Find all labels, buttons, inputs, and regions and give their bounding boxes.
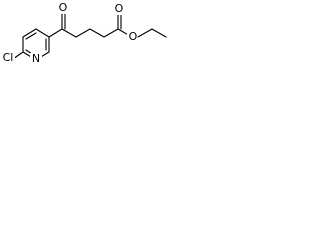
ring-bond-2 bbox=[22, 28, 37, 38]
ketone-oxygen-label: O bbox=[59, 1, 68, 14]
chain-bond-1 bbox=[61, 28, 77, 38]
ketone-oxygen-label-bg bbox=[57, 2, 69, 14]
chlorine-label: Cl bbox=[3, 51, 14, 64]
ring-to-carbonyl-bond bbox=[48, 28, 63, 38]
ethyl-bond-2 bbox=[151, 28, 167, 38]
ring-bond-3 bbox=[35, 28, 50, 38]
chlorine-label-bg bbox=[1, 52, 15, 64]
ester-carbonyl-oxygen-label-bg bbox=[113, 3, 125, 15]
ring-nitrogen-label: N bbox=[32, 52, 40, 65]
ester-carbonyl-oxygen-label: O bbox=[115, 2, 124, 15]
ethyl-bond-1 bbox=[137, 28, 153, 38]
chain-bond-3 bbox=[89, 28, 105, 38]
chain-bond-4 bbox=[103, 28, 119, 38]
molecule-structure-svg: Cl N O O O bbox=[1, 1, 167, 65]
structure-diagram: Cl N O O O bbox=[0, 0, 185, 75]
ester-oxygen-label: O bbox=[129, 30, 138, 43]
ring-double-bond-1 bbox=[25, 32, 37, 40]
ester-oxygen-label-bg bbox=[127, 31, 139, 43]
ring-nitrogen-label-bg bbox=[30, 53, 42, 65]
chain-bond-2 bbox=[75, 28, 91, 38]
